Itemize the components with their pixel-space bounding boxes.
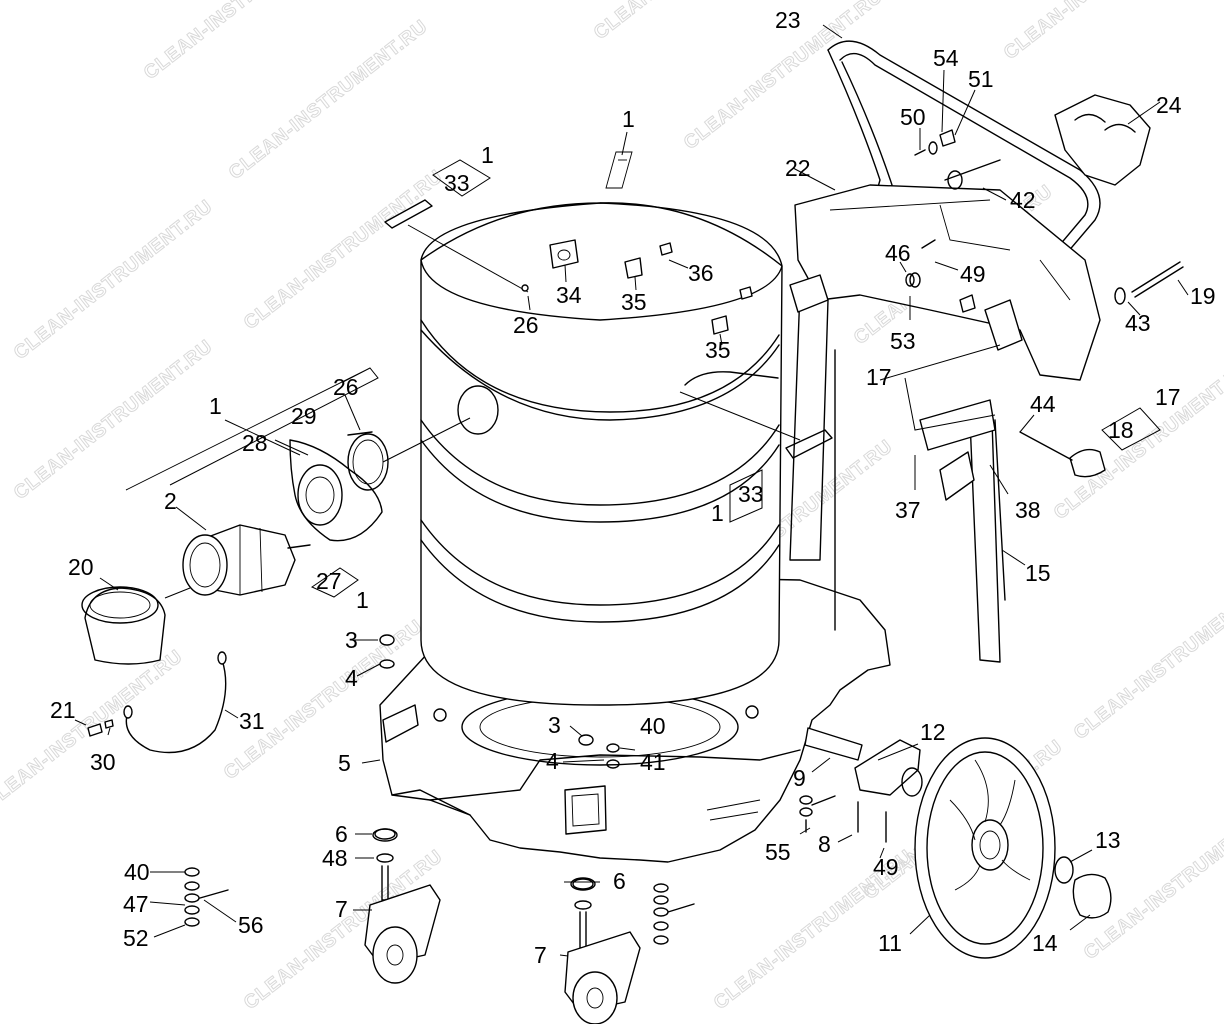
callout-label: 42 bbox=[1010, 187, 1036, 213]
callout-label: 31 bbox=[239, 708, 265, 734]
caster-left bbox=[364, 828, 441, 984]
callout-label: 43 bbox=[1125, 310, 1151, 336]
callout-label: 53 bbox=[890, 328, 916, 354]
inlet-assembly bbox=[81, 417, 471, 754]
callout-label: 33 bbox=[738, 481, 764, 507]
callout-label: 54 bbox=[933, 45, 959, 71]
callout-label: 11 bbox=[878, 930, 902, 956]
callout-labels: 1 1 33 26 34 35 36 35 26 1 29 28 2 20 27… bbox=[50, 7, 1216, 968]
callout-label: 49 bbox=[873, 854, 899, 880]
callout-label: 6 bbox=[613, 868, 626, 894]
callout-label: 4 bbox=[345, 665, 358, 691]
watermark: CLEAN-INSTRUMENT.RU bbox=[1000, 0, 1207, 64]
watermark: CLEAN-INSTRUMENT.RU bbox=[590, 0, 797, 44]
callout-label: 1 bbox=[356, 587, 369, 613]
callout-label: 50 bbox=[900, 104, 926, 130]
callout-label: 1 bbox=[711, 500, 724, 526]
callout-label: 20 bbox=[68, 554, 94, 580]
callout-label: 52 bbox=[123, 925, 149, 951]
callout-label: 8 bbox=[818, 831, 831, 857]
callout-label: 33 bbox=[444, 170, 470, 196]
callout-label: 14 bbox=[1032, 930, 1058, 956]
callout-label: 1 bbox=[622, 106, 635, 132]
callout-label: 44 bbox=[1030, 391, 1056, 417]
callout-label: 9 bbox=[793, 765, 806, 791]
callout-label: 7 bbox=[335, 896, 348, 922]
callout-label: 36 bbox=[688, 260, 714, 286]
callout-label: 21 bbox=[50, 697, 76, 723]
callout-label: 41 bbox=[640, 749, 666, 775]
callout-label: 24 bbox=[1156, 92, 1182, 118]
callout-label: 13 bbox=[1095, 827, 1121, 853]
caster-right bbox=[564, 877, 641, 1024]
callout-label: 1 bbox=[481, 142, 494, 168]
callout-label: 55 bbox=[765, 839, 791, 865]
callout-label: 5 bbox=[338, 750, 351, 776]
callout-label: 48 bbox=[322, 845, 348, 871]
watermark: CLEAN-INSTRUMENT.RU bbox=[10, 336, 217, 504]
tank-drum bbox=[420, 151, 783, 706]
callout-label: 47 bbox=[123, 891, 149, 917]
callout-label: 27 bbox=[316, 568, 342, 594]
handle-frame bbox=[789, 40, 1184, 663]
callout-label: 26 bbox=[513, 312, 539, 338]
callout-label: 17 bbox=[1155, 384, 1181, 410]
callout-label: 30 bbox=[90, 749, 116, 775]
watermark: CLEAN-INSTRUMENT.RU bbox=[1070, 576, 1224, 744]
callout-label: 29 bbox=[291, 403, 317, 429]
callout-label: 49 bbox=[960, 261, 986, 287]
callout-label: 40 bbox=[640, 713, 666, 739]
callout-label: 28 bbox=[242, 430, 268, 456]
callout-label: 3 bbox=[345, 627, 358, 653]
watermark: CLEAN-INSTRUMENT.RU bbox=[10, 196, 217, 364]
callout-label: 37 bbox=[895, 497, 921, 523]
watermark: CLEAN-INSTRUMENT.RU bbox=[140, 0, 347, 84]
callout-label: 56 bbox=[238, 912, 264, 938]
callout-label: 40 bbox=[124, 859, 150, 885]
lid-brackets bbox=[549, 239, 753, 335]
clip-33-top bbox=[384, 199, 529, 293]
callout-label: 17 bbox=[866, 364, 892, 390]
callout-label: 22 bbox=[785, 155, 811, 181]
callout-label: 18 bbox=[1108, 417, 1134, 443]
callout-label: 26 bbox=[333, 374, 359, 400]
watermark: CLEAN-INSTRUMENT.RU bbox=[1050, 356, 1224, 524]
axle-wheel bbox=[799, 727, 1112, 959]
callout-label: 4 bbox=[546, 748, 559, 774]
callout-label: 15 bbox=[1025, 560, 1051, 586]
watermark: CLEAN-INSTRUMENT.RU bbox=[225, 16, 432, 184]
callout-label: 34 bbox=[556, 282, 582, 308]
callout-label: 6 bbox=[335, 821, 348, 847]
watermark: CLEAN-INSTRUMENT.RU bbox=[240, 166, 447, 334]
callout-label: 23 bbox=[775, 7, 801, 33]
callout-label: 7 bbox=[534, 942, 547, 968]
callout-label: 1 bbox=[209, 393, 222, 419]
callout-label: 12 bbox=[920, 719, 946, 745]
callout-label: 46 bbox=[885, 240, 911, 266]
callout-label: 35 bbox=[705, 337, 731, 363]
callout-label: 38 bbox=[1015, 497, 1041, 523]
callout-label: 35 bbox=[621, 289, 647, 315]
clip-33-side bbox=[679, 391, 833, 459]
callout-label: 51 bbox=[968, 66, 994, 92]
leader-lines bbox=[74, 24, 1189, 957]
callout-label: 19 bbox=[1190, 283, 1216, 309]
callout-label: 2 bbox=[164, 488, 177, 514]
callout-label: 3 bbox=[548, 712, 561, 738]
